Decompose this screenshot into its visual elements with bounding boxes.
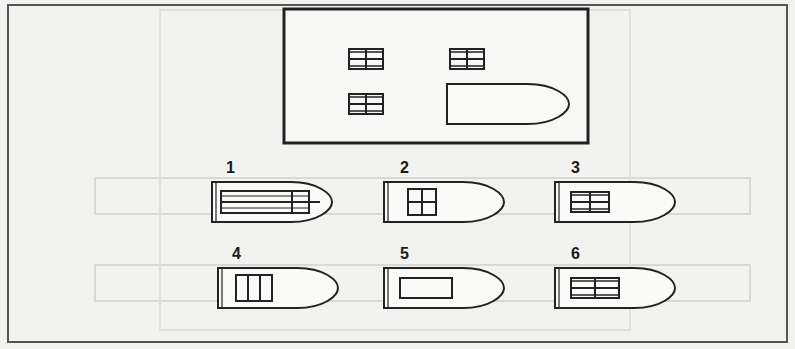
- window-line: [589, 192, 591, 212]
- boat-stern-line: [387, 268, 388, 308]
- window-grid: [571, 192, 609, 212]
- window-line: [259, 275, 261, 301]
- window-grid: [450, 49, 484, 69]
- window-square: [408, 189, 436, 215]
- boat-outline: [218, 268, 338, 308]
- callout-number: 2: [400, 160, 409, 176]
- window-line: [221, 195, 309, 196]
- boat-stern-line: [558, 182, 559, 222]
- boat-outline: [384, 268, 504, 308]
- callout-number: 1: [226, 160, 235, 176]
- boat-outline: [555, 268, 675, 308]
- boat-outline: [555, 182, 675, 222]
- ghost-frame: [160, 10, 630, 330]
- callout-number: 3: [571, 160, 580, 176]
- boat-outline: [212, 182, 332, 222]
- window-line: [365, 94, 367, 114]
- boat-stern-line: [387, 182, 388, 222]
- callout-number: 4: [232, 246, 241, 262]
- window-plain: [400, 278, 452, 298]
- boat-stern-line: [215, 182, 216, 222]
- question-box: [284, 9, 588, 143]
- boat-outline: [384, 182, 504, 222]
- boat-stern-line: [558, 268, 559, 308]
- window-columns: [236, 275, 272, 301]
- callout-number: 6: [571, 246, 580, 262]
- window-line: [221, 201, 320, 203]
- window-line: [365, 49, 367, 69]
- boat-stern-line: [221, 268, 222, 308]
- window-line: [466, 49, 468, 69]
- window-line: [247, 275, 249, 301]
- window-line: [221, 207, 309, 208]
- window-grid: [349, 94, 383, 114]
- outer-frame: [8, 5, 787, 342]
- window-grid: [571, 278, 619, 298]
- window-line: [421, 189, 423, 215]
- window-line: [291, 191, 293, 213]
- window-line: [594, 278, 596, 298]
- callout-number: 5: [400, 246, 409, 262]
- window-grid: [349, 49, 383, 69]
- boat-outline: [447, 84, 569, 124]
